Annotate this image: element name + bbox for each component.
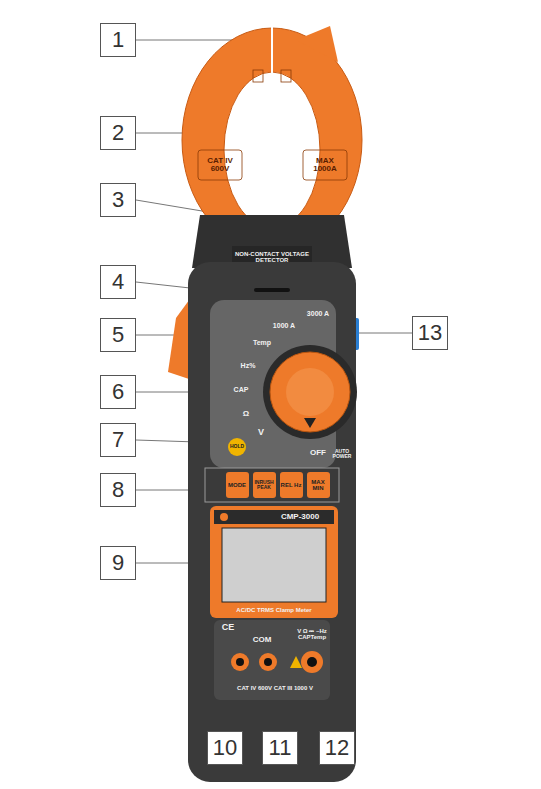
range-label: 3000 A	[300, 310, 336, 317]
range-label: OFF	[306, 449, 330, 457]
rating-label: CAT IV 600V CAT III 1000 V	[230, 685, 320, 691]
display-frame	[210, 506, 338, 618]
callout-number: 2	[100, 116, 136, 150]
callout-number: 5	[100, 318, 136, 352]
rotary-dial	[270, 352, 350, 432]
range-label: V	[251, 428, 271, 437]
meter-body	[188, 262, 356, 782]
callout-number: 6	[100, 375, 136, 409]
range-label: CAP	[226, 386, 256, 393]
callout-number: 11	[262, 731, 298, 765]
input-jacks	[231, 651, 323, 673]
function-buttons	[226, 472, 330, 498]
callout-number: 7	[100, 423, 136, 457]
range-label: Ω	[236, 410, 256, 418]
model-name: CMP-3000	[270, 513, 330, 521]
terminal-label: COM	[247, 636, 277, 644]
ce-mark: CE	[218, 623, 238, 632]
callout-number: 3	[100, 183, 136, 217]
lcd-display	[222, 528, 326, 602]
range-label: Hz%	[233, 362, 263, 369]
callout-number: 10	[207, 731, 243, 765]
callout-number: 4	[100, 265, 136, 299]
button-label: INRUSH PEAK	[253, 480, 275, 491]
jaw-rating: CAT IV 600V	[200, 157, 240, 174]
meter-head	[192, 215, 352, 268]
range-label: 1000 A	[267, 322, 301, 329]
leader-lines	[136, 40, 412, 731]
range-label: AUTO POWER	[331, 449, 353, 460]
callout-number: 8	[100, 473, 136, 507]
detector-label: NON-CONTACT VOLTAGE DETECTOR	[232, 251, 312, 264]
callout-number: 1	[100, 23, 136, 57]
hold-button	[228, 438, 246, 456]
callout-number: 12	[319, 731, 355, 765]
button-label: MODE	[226, 482, 248, 488]
terminal-label: V Ω ⎓ ~Hz CAPTemp	[287, 628, 337, 641]
button-label: HOLD	[228, 444, 246, 449]
button-label: MAX MIN	[307, 479, 329, 492]
callout-number: 13	[412, 316, 448, 350]
button-label: REL Hz	[280, 482, 302, 488]
jaw-rating: MAX 1000A	[305, 157, 345, 174]
callout-number: 9	[100, 546, 136, 580]
range-label: Temp	[247, 339, 277, 346]
product-name: AC/DC TRMS Clamp Meter	[214, 607, 334, 613]
button-bracket	[205, 468, 339, 502]
dial-ring	[263, 345, 357, 439]
